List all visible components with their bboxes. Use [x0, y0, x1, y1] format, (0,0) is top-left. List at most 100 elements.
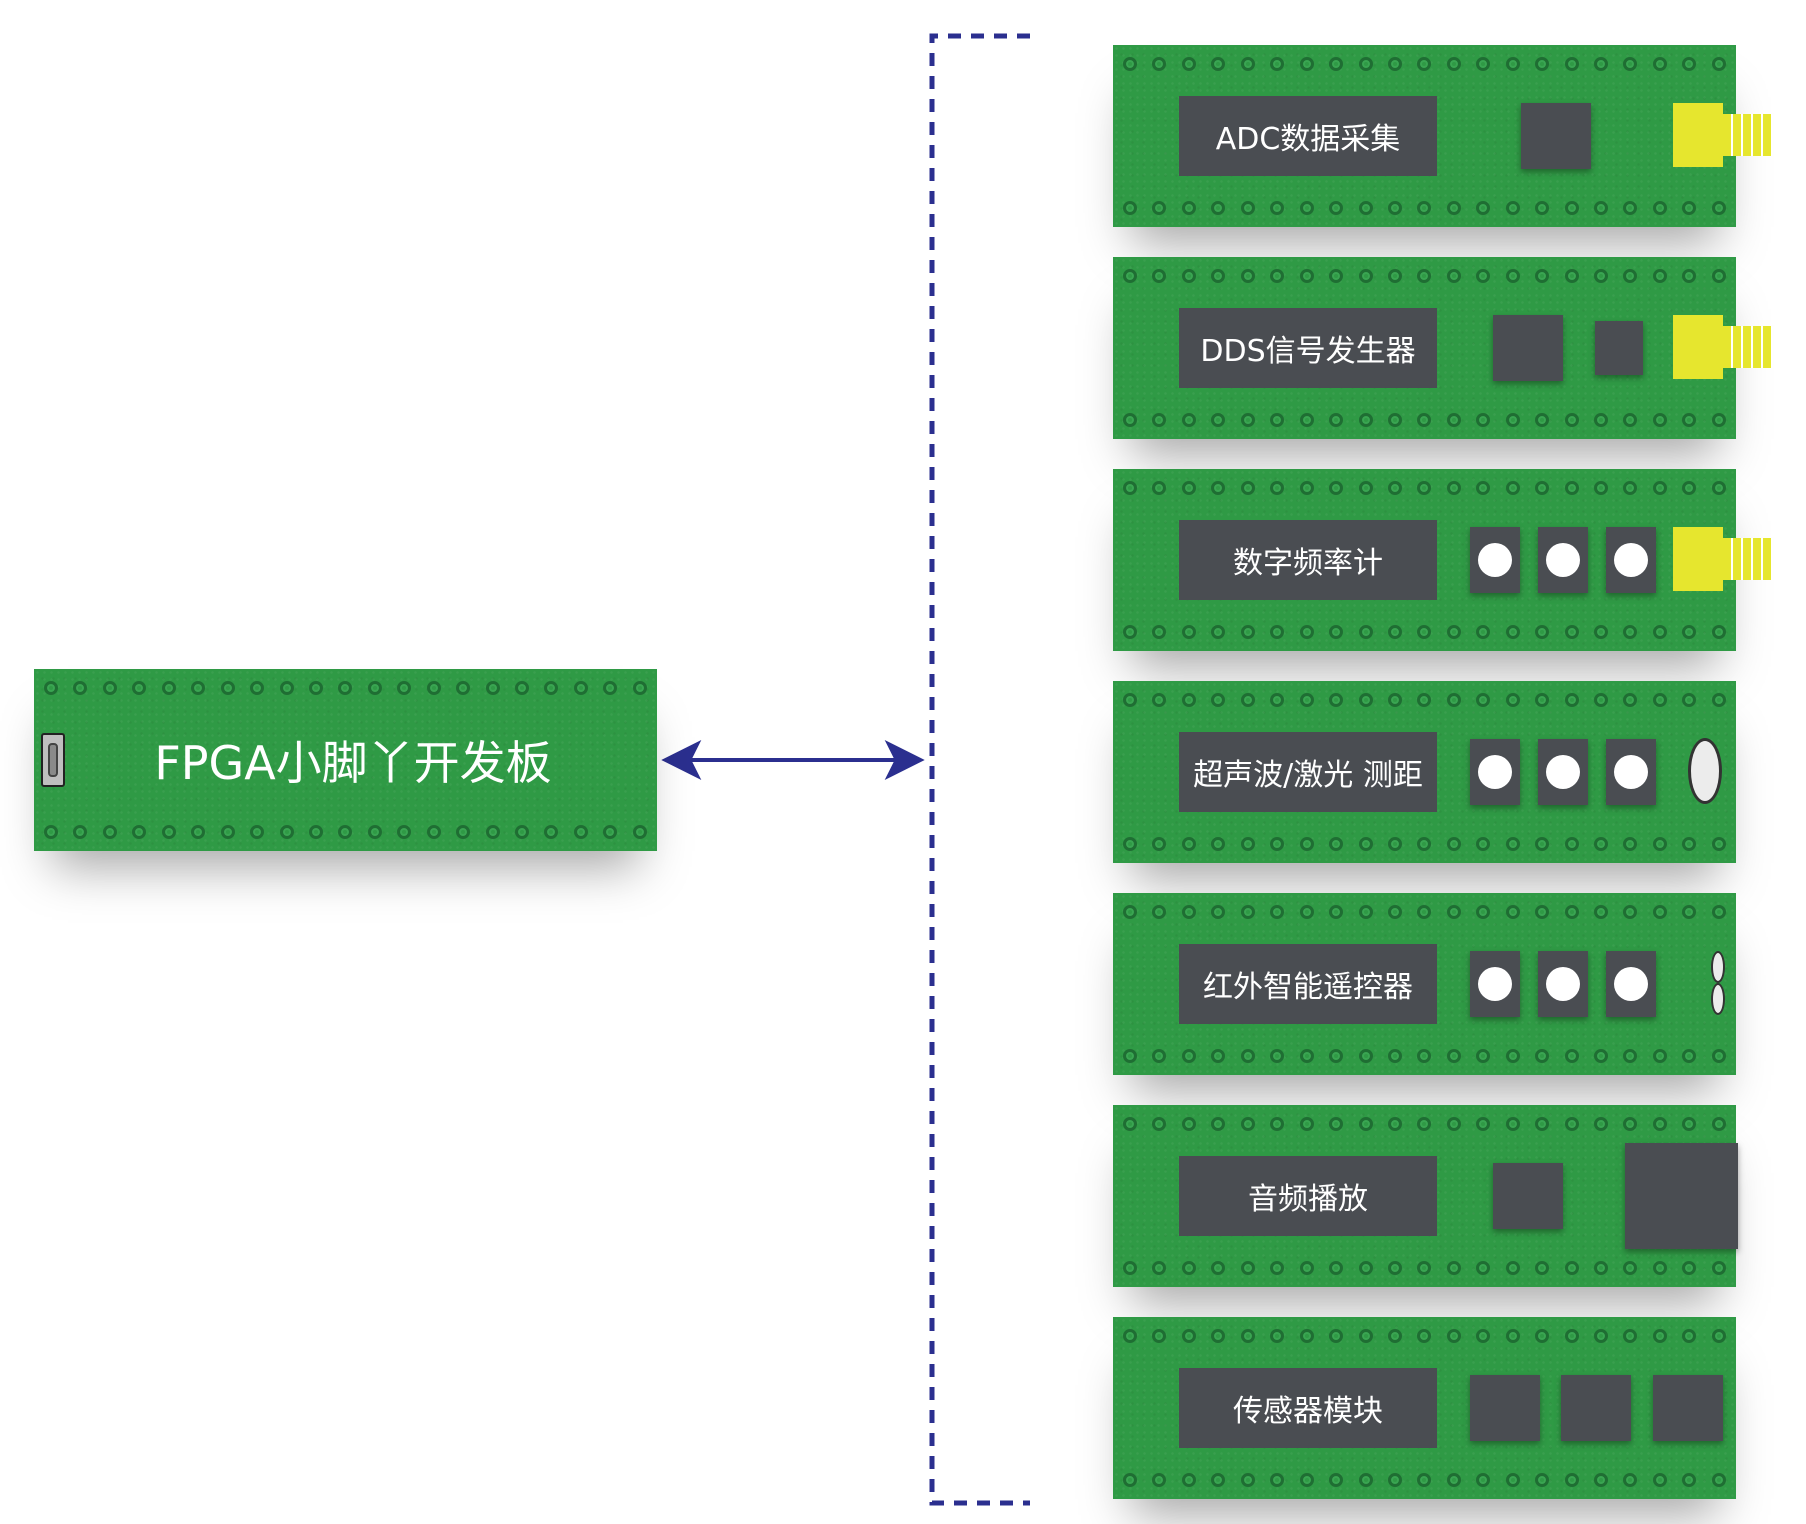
pin-pad-icon — [1682, 201, 1697, 215]
sma-connector-icon — [1673, 527, 1773, 591]
pin-pad-icon — [1476, 1117, 1491, 1131]
pin-pad-icon — [1535, 1261, 1550, 1275]
pin-pad-icon — [1181, 57, 1196, 71]
pin-pad-icon — [1387, 625, 1402, 639]
pin-pad-icon — [1535, 57, 1550, 71]
pin-pad-icon — [456, 681, 471, 695]
pin-pad-icon — [1623, 837, 1638, 851]
pin-pad-icon — [1476, 693, 1491, 707]
pin-pad-icon — [1476, 201, 1491, 215]
pin-pad-icon — [1358, 413, 1373, 427]
pin-pad-icon — [1505, 1261, 1520, 1275]
pin-pad-icon — [1594, 837, 1608, 851]
pin-pad-icon — [1299, 1473, 1314, 1487]
pin-pad-icon — [1652, 201, 1667, 215]
fpga-main-board: FPGA小脚丫开发板 — [34, 669, 657, 851]
module-ranging: 超声波/激光 测距 — [1113, 681, 1736, 863]
pin-pad-icon — [1329, 905, 1344, 919]
pin-header-top — [1123, 53, 1726, 75]
pin-pad-icon — [1505, 693, 1520, 707]
module-sensors: 传感器模块 — [1113, 1317, 1736, 1499]
pin-pad-icon — [1446, 201, 1461, 215]
pin-pad-icon — [1476, 1049, 1491, 1063]
pin-pad-icon — [1505, 1329, 1520, 1343]
pin-pad-icon — [1535, 1117, 1550, 1131]
pin-pad-icon — [1711, 837, 1726, 851]
distance-sensor-icon — [1688, 738, 1722, 804]
pin-pad-icon — [1270, 693, 1285, 707]
pin-header-top — [1123, 901, 1726, 923]
pin-pad-icon — [1240, 1261, 1255, 1275]
pin-pad-icon — [1446, 1261, 1461, 1275]
pin-pad-icon — [1329, 201, 1344, 215]
pin-pad-icon — [1417, 905, 1432, 919]
pin-pad-icon — [1564, 837, 1579, 851]
pin-header-top — [1123, 265, 1726, 287]
pin-header-bottom — [1123, 409, 1726, 431]
pin-pad-icon — [1270, 57, 1285, 71]
pin-pad-icon — [1446, 1473, 1461, 1487]
pin-pad-icon — [1329, 1049, 1344, 1063]
pin-pad-icon — [1181, 625, 1196, 639]
pin-pad-icon — [632, 681, 647, 695]
pin-pad-icon — [1152, 693, 1167, 707]
pin-pad-icon — [397, 681, 412, 695]
pin-pad-icon — [1211, 57, 1226, 71]
pin-pad-icon — [1270, 837, 1285, 851]
pin-pad-icon — [1152, 837, 1167, 851]
pin-pad-icon — [1240, 413, 1255, 427]
chip-icon — [1470, 1375, 1540, 1441]
module-label: 超声波/激光 测距 — [1179, 732, 1437, 812]
pin-pad-icon — [308, 681, 323, 695]
pin-header-bottom — [1123, 1045, 1726, 1067]
pin-pad-icon — [1270, 481, 1285, 495]
pin-pad-icon — [1682, 1117, 1697, 1131]
module-ir-remote: 红外智能遥控器 — [1113, 893, 1736, 1075]
pin-pad-icon — [1152, 269, 1167, 283]
pin-pad-icon — [1299, 413, 1314, 427]
pin-pad-icon — [1564, 693, 1579, 707]
pin-pad-icon — [44, 681, 58, 695]
pin-pad-icon — [1652, 1117, 1667, 1131]
pin-pad-icon — [1417, 1117, 1432, 1131]
pin-pad-icon — [161, 825, 176, 839]
pin-pad-icon — [1446, 837, 1461, 851]
chip-icon — [1493, 315, 1563, 381]
pin-pad-icon — [1270, 201, 1285, 215]
pin-pad-icon — [1476, 625, 1491, 639]
pin-pad-icon — [1152, 1049, 1167, 1063]
pin-pad-icon — [1181, 1049, 1196, 1063]
pin-pad-icon — [1711, 1261, 1726, 1275]
module-label: 传感器模块 — [1179, 1368, 1437, 1448]
pin-pad-icon — [1240, 1473, 1255, 1487]
pin-pad-icon — [1535, 837, 1550, 851]
pin-pad-icon — [1652, 1049, 1667, 1063]
pin-pad-icon — [1476, 1261, 1491, 1275]
pin-pad-icon — [1211, 481, 1226, 495]
pin-pad-icon — [1299, 1117, 1314, 1131]
pin-pad-icon — [1682, 1049, 1697, 1063]
pin-pad-icon — [1358, 1049, 1373, 1063]
pin-pad-icon — [1682, 837, 1697, 851]
pin-pad-icon — [1240, 481, 1255, 495]
pin-pad-icon — [1358, 1117, 1373, 1131]
pin-pad-icon — [1329, 57, 1344, 71]
pin-pad-icon — [573, 681, 588, 695]
pin-pad-icon — [1564, 1049, 1579, 1063]
pin-pad-icon — [1123, 1049, 1137, 1063]
pin-pad-icon — [1240, 57, 1255, 71]
pin-pad-icon — [132, 681, 147, 695]
pin-pad-icon — [1211, 1329, 1226, 1343]
pin-pad-icon — [1417, 201, 1432, 215]
pin-pad-icon — [1711, 693, 1726, 707]
pin-pad-icon — [1299, 693, 1314, 707]
pin-pad-icon — [1123, 1329, 1137, 1343]
pin-pad-icon — [1505, 1473, 1520, 1487]
pin-pad-icon — [1535, 413, 1550, 427]
pin-pad-icon — [1387, 1261, 1402, 1275]
pin-pad-icon — [1623, 1049, 1638, 1063]
pin-pad-icon — [1711, 1329, 1726, 1343]
chip-icon — [1595, 321, 1643, 375]
module-adc: ADC数据采集 — [1113, 45, 1773, 227]
pin-pad-icon — [1211, 201, 1226, 215]
